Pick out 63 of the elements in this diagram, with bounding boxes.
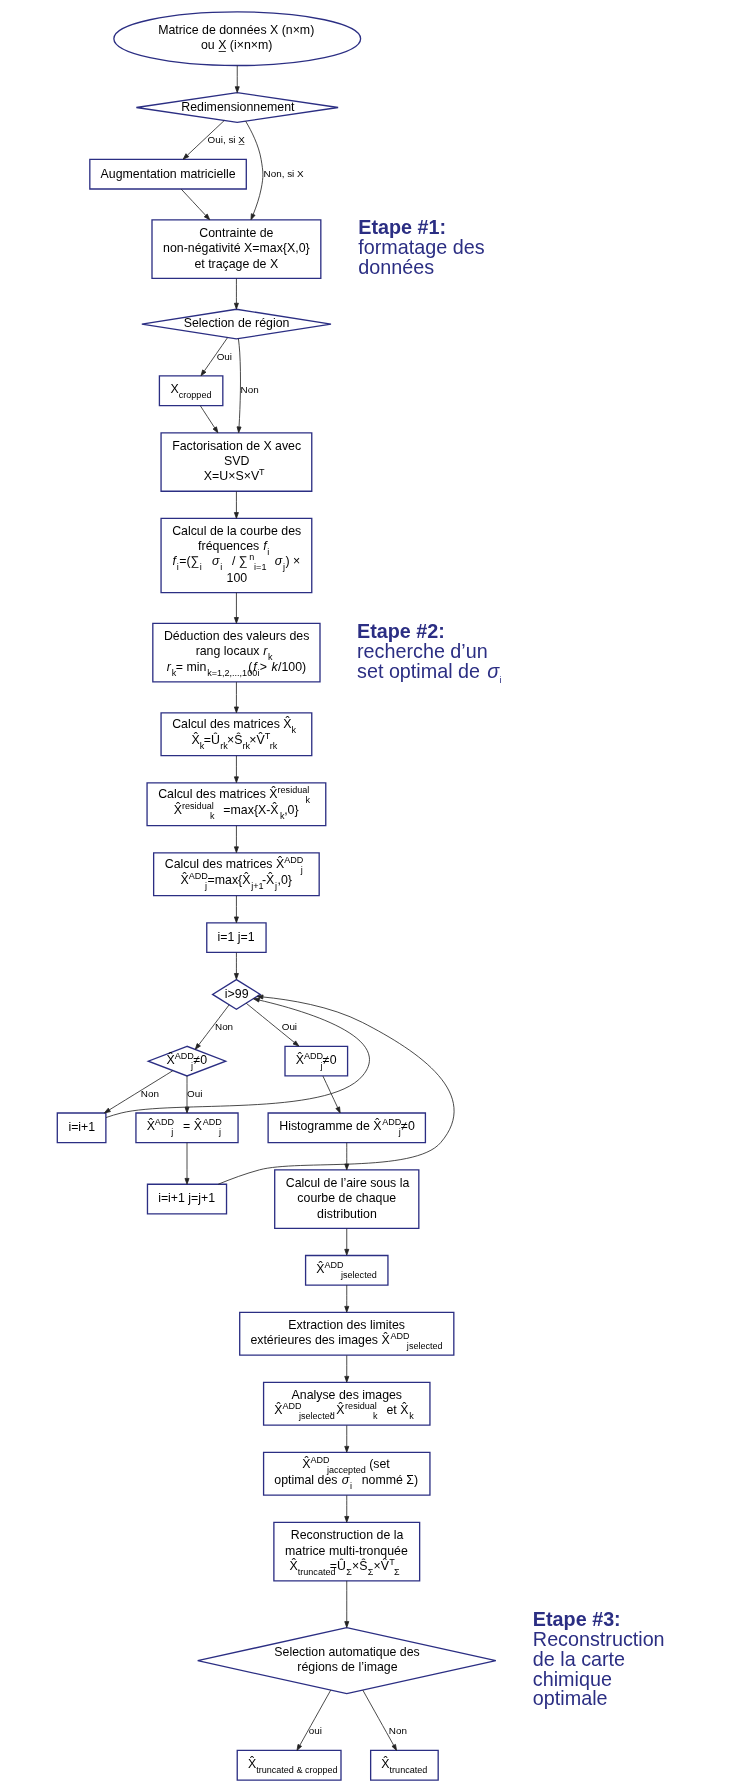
arrow: [344, 1580, 350, 1628]
node-box: i=i+1 j=j+1: [146, 1183, 228, 1215]
arrow: [194, 1004, 230, 1050]
arrow: [296, 1689, 332, 1751]
arrow: [200, 337, 228, 377]
node-box: i=1 j=1: [206, 922, 267, 954]
arrow: [234, 592, 239, 624]
label: Etape #3:: [532, 1608, 621, 1631]
arrow: [344, 1355, 350, 1383]
node-box: Histogramme de X̂$^{ADD}$$_{j}$≠0: [267, 1112, 427, 1144]
node-box: Calcul de la courbe des fréquences f$_{i}$ f$_{i}$=(∑$_{i}$ σ$_{i}$ / ∑$^{n}$$_{i=1}$ σ$_{j}$) × 100: [160, 517, 313, 594]
node-box: X̂$_{truncated}$: [370, 1749, 439, 1781]
arrow: [322, 1075, 341, 1114]
edge-label: Non: [240, 384, 259, 396]
edge-label: Oui: [216, 350, 233, 362]
node-box: X̂$^{ADD}$$_{j}$≠0: [284, 1045, 349, 1077]
arrow: [245, 120, 264, 221]
node-diamond: Selection de région: [141, 308, 332, 340]
edge-label: Oui: [281, 1021, 298, 1033]
edge-label: oui: [308, 1725, 323, 1737]
arrow: [105, 997, 370, 1118]
node-diamond: Selection automatique des régions de l’image: [197, 1627, 497, 1695]
node-box: i=i+1: [56, 1112, 107, 1144]
edge-label: Oui: [187, 1088, 203, 1100]
arrow: [344, 1425, 350, 1453]
arrow: [234, 681, 239, 714]
arrow: [199, 405, 219, 434]
arrow: [344, 1142, 350, 1171]
arrow: [180, 188, 211, 221]
node-diamond: Redimensionnement: [135, 92, 339, 123]
node-box: X$_{cropped}$: [158, 375, 224, 407]
arrow: [234, 755, 239, 784]
node-box: X̂$_{truncated & cropped}$: [236, 1749, 342, 1781]
node-box: Déduction des valeurs des rang locaux r$_{k}$ r$_{k}$= min$_{k=1,2,...,100}$(f$_{i}$> k/100): [152, 622, 321, 683]
node-box: Augmentation matricielle: [89, 158, 247, 190]
edge-label: Non: [388, 1725, 407, 1737]
arrow: [234, 65, 240, 93]
arrow: [217, 994, 455, 1185]
edge-label: Non, si X: [263, 167, 304, 179]
arrow: [234, 952, 239, 980]
node-box: Contrainte de non-négativité X=max{X,0} et traçage de X: [151, 219, 322, 280]
node-ellipse: Matrice de données X (n×m) ou X̲ (i×n×m): [113, 11, 362, 67]
arrow: [234, 278, 239, 310]
arrow: [104, 1070, 174, 1114]
arrow: [362, 1689, 397, 1751]
edge-label: Non: [215, 1021, 234, 1033]
arrow: [236, 338, 242, 434]
node-box: X̂$^{ADD}$$_{jaccepted}$ (set optimal des σ$_{i}$ nommé Σ): [262, 1451, 431, 1496]
arrow: [234, 491, 239, 519]
arrow: [344, 1494, 350, 1523]
arrow: [245, 1002, 300, 1047]
edge-label: Oui, si X̲: [207, 134, 245, 146]
arrow: [234, 895, 239, 924]
arrow: [344, 1228, 350, 1256]
label: Etape #2:: [357, 620, 445, 643]
arrow: [234, 825, 239, 854]
arrow: [344, 1284, 350, 1313]
edge-label: Non: [140, 1088, 160, 1100]
node-box: Calcul de l’aire sous la courbe de chaque distribution: [274, 1169, 420, 1229]
arrow: [182, 120, 225, 160]
label: Etape #1:: [358, 216, 447, 239]
node-box: Factorisation de X avec SVD X=U×S×V$^{T}$: [160, 432, 313, 492]
arrow: [184, 1142, 190, 1185]
